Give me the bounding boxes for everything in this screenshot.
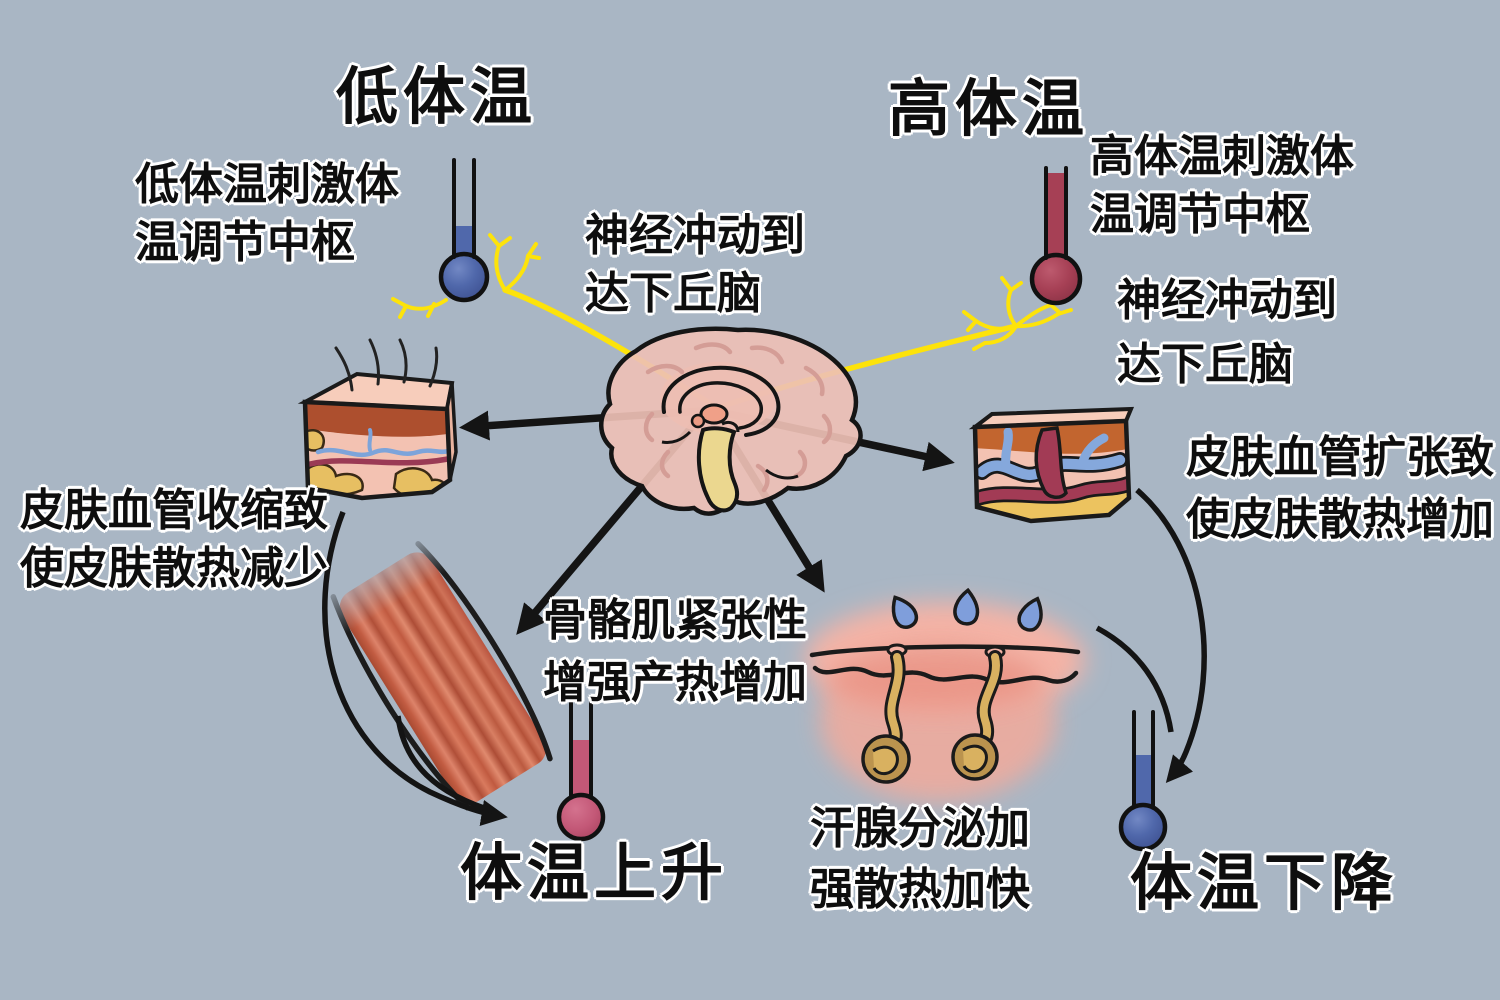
label-line: 使皮肤散热增加: [1186, 494, 1494, 545]
label-vasodilation: 皮肤血管扩张致 使皮肤散热增加: [1186, 427, 1494, 551]
curve-sweat-to-fall: [1095, 625, 1174, 733]
sweat-droplet-icon: [891, 595, 919, 629]
label-line: 皮肤血管扩张致: [1186, 432, 1494, 483]
label-nerve-impulse-left: 神经冲动到 达下丘脑: [585, 207, 805, 323]
label-low-stimulus: 低体温刺激体 温调节中枢: [135, 156, 399, 272]
curve-vasoconstriction-to-rise: [322, 511, 508, 826]
low-temp-title: 低体温: [336, 62, 537, 132]
high-temp-title: 高体温: [888, 74, 1089, 144]
label-line: 强散热加快: [810, 864, 1030, 915]
label-line: 温调节中枢: [135, 217, 355, 268]
thermometer-temp-rise: [556, 701, 606, 842]
label-line: 皮肤血管收缩致: [20, 485, 328, 536]
label-line: 达下丘脑: [585, 268, 761, 319]
curve-skin-to-fall: [1135, 487, 1207, 784]
label-line: 骨骼肌紧张性: [543, 595, 807, 646]
thermometer-cold-stimulus: [438, 158, 490, 303]
sweat-droplet-icon: [953, 587, 980, 626]
label-skeletal-muscle: 骨骼肌紧张性 增强产热增加: [543, 590, 807, 714]
dilated-vessel-trunk: [1034, 426, 1068, 499]
brain-illustration: [599, 326, 863, 516]
label-line: 汗腺分泌加: [810, 803, 1030, 854]
label-line: 增强产热增加: [543, 657, 807, 708]
skin-block-dilated: [968, 406, 1135, 524]
label-line: 达下丘脑: [1117, 339, 1293, 390]
skeletal-muscle-illustration: [330, 541, 553, 811]
label-nerve-impulse-right: 神经冲动到 达下丘脑: [1117, 269, 1337, 397]
corpus-callosum-outer: [661, 365, 781, 437]
label-line: 高体温刺激体: [1090, 131, 1354, 182]
label-line: 神经冲动到: [1117, 275, 1337, 326]
title-text: 高体温: [888, 72, 1090, 145]
brain-gyri: [643, 342, 833, 493]
constricted-vessel-blue: [315, 447, 450, 458]
skin-block-constricted: [297, 338, 458, 501]
label-vasoconstriction: 皮肤血管收缩致 使皮肤散热减少: [20, 482, 328, 598]
sweat-droplet-icon: [1017, 596, 1043, 632]
sweat-gland-illustration: [805, 587, 1085, 802]
title-text: 体温下降: [1130, 846, 1399, 919]
curve-muscle-to-rise: [395, 715, 497, 815]
sweat-gland-coil: [861, 733, 999, 784]
title-text: 体温上升: [460, 836, 729, 909]
dermis-wavy-line: [812, 665, 1079, 685]
brainstem: [696, 426, 740, 513]
temp-fall-title: 体温下降: [1130, 848, 1398, 918]
label-line: 低体温刺激体: [135, 159, 399, 210]
curved-arrows: [322, 487, 1207, 826]
thermometer-temp-fall: [1118, 710, 1168, 852]
label-line: 温调节中枢: [1090, 189, 1310, 240]
corpus-callosum-inner: [678, 381, 763, 430]
title-text: 低体温: [336, 60, 538, 133]
skin-surface-line: [809, 644, 1081, 658]
label-line: 使皮肤散热减少: [20, 543, 328, 594]
thermometer-hot-stimulus: [1029, 166, 1083, 306]
label-line: 神经冲动到: [585, 210, 805, 261]
skin-hairs: [334, 338, 439, 392]
temp-rise-title: 体温上升: [460, 838, 728, 908]
label-sweat-gland: 汗腺分泌加 强散热加快: [810, 798, 1030, 920]
label-high-stimulus: 高体温刺激体 温调节中枢: [1090, 128, 1354, 244]
hypothalamus: [699, 403, 729, 425]
constricted-vessel-red: [307, 456, 450, 467]
